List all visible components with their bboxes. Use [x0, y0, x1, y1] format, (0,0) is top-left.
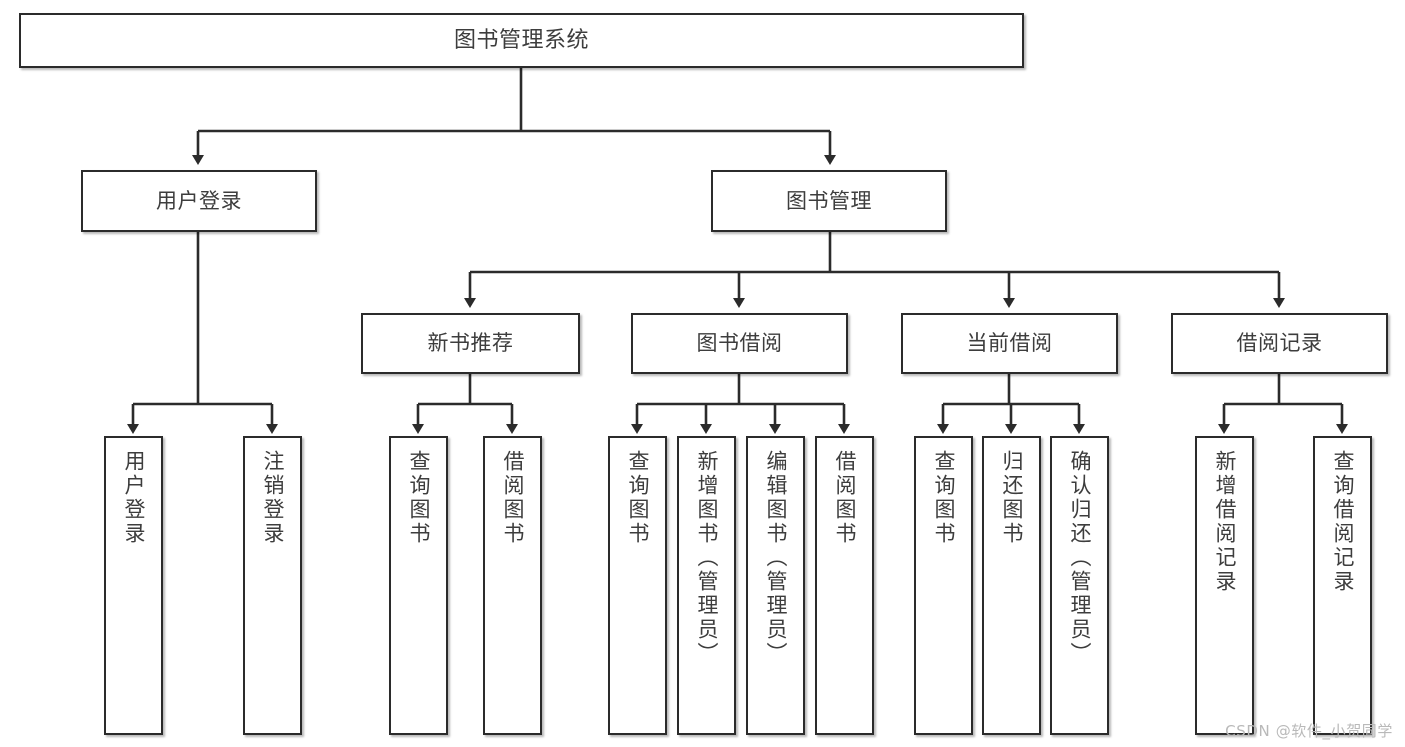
node-new-book-recommendation[interactable]: 新书推荐 — [361, 313, 580, 374]
node-label: 新增图书（管理员） — [695, 450, 719, 666]
leaf-record-add-borrow-record[interactable]: 新增借阅记录 — [1195, 436, 1254, 735]
leaf-current-query-book[interactable]: 查询图书 — [914, 436, 973, 735]
node-label: 借阅图书 — [833, 450, 857, 546]
leaf-user-login-logout[interactable]: 注销登录 — [243, 436, 302, 735]
leaf-user-login-login[interactable]: 用户登录 — [104, 436, 163, 735]
node-label: 查询图书 — [626, 450, 650, 546]
node-book-management[interactable]: 图书管理 — [711, 170, 947, 232]
node-label: 用户登录 — [122, 450, 146, 546]
leaf-current-return-book[interactable]: 归还图书 — [982, 436, 1041, 735]
node-root-book-management-system[interactable]: 图书管理系统 — [19, 13, 1024, 68]
leaf-newbook-query-book[interactable]: 查询图书 — [389, 436, 448, 735]
node-label: 图书管理系统 — [453, 27, 589, 53]
node-label: 借阅图书 — [501, 450, 525, 546]
node-label: 新增借阅记录 — [1213, 450, 1237, 594]
leaf-borrow-edit-book-admin[interactable]: 编辑图书（管理员） — [746, 436, 805, 735]
node-label: 用户登录 — [156, 188, 242, 213]
node-label: 归还图书 — [1000, 450, 1024, 546]
node-label: 查询图书 — [407, 450, 431, 546]
node-label: 查询图书 — [932, 450, 956, 546]
node-label: 借阅记录 — [1236, 331, 1323, 356]
node-label: 图书管理 — [786, 188, 872, 213]
leaf-record-query-borrow-record[interactable]: 查询借阅记录 — [1313, 436, 1372, 735]
node-label: 图书借阅 — [696, 331, 783, 356]
node-user-login[interactable]: 用户登录 — [81, 170, 317, 232]
leaf-borrow-add-book-admin[interactable]: 新增图书（管理员） — [677, 436, 736, 735]
node-label: 当前借阅 — [966, 331, 1053, 356]
leaf-borrow-borrow-book[interactable]: 借阅图书 — [815, 436, 874, 735]
node-book-borrowing[interactable]: 图书借阅 — [631, 313, 848, 374]
csdn-watermark: CSDN @软件_小贺同学 — [1225, 722, 1393, 740]
node-current-borrowing[interactable]: 当前借阅 — [901, 313, 1118, 374]
leaf-current-confirm-return-admin[interactable]: 确认归还（管理员） — [1050, 436, 1109, 735]
leaf-newbook-borrow-book[interactable]: 借阅图书 — [483, 436, 542, 735]
node-label: 注销登录 — [261, 450, 285, 546]
node-label: 编辑图书（管理员） — [764, 450, 788, 666]
leaf-borrow-query-book[interactable]: 查询图书 — [608, 436, 667, 735]
node-label: 查询借阅记录 — [1331, 450, 1355, 594]
node-label: 确认归还（管理员） — [1068, 450, 1092, 666]
node-label: 新书推荐 — [427, 331, 514, 356]
node-borrow-record[interactable]: 借阅记录 — [1171, 313, 1388, 374]
